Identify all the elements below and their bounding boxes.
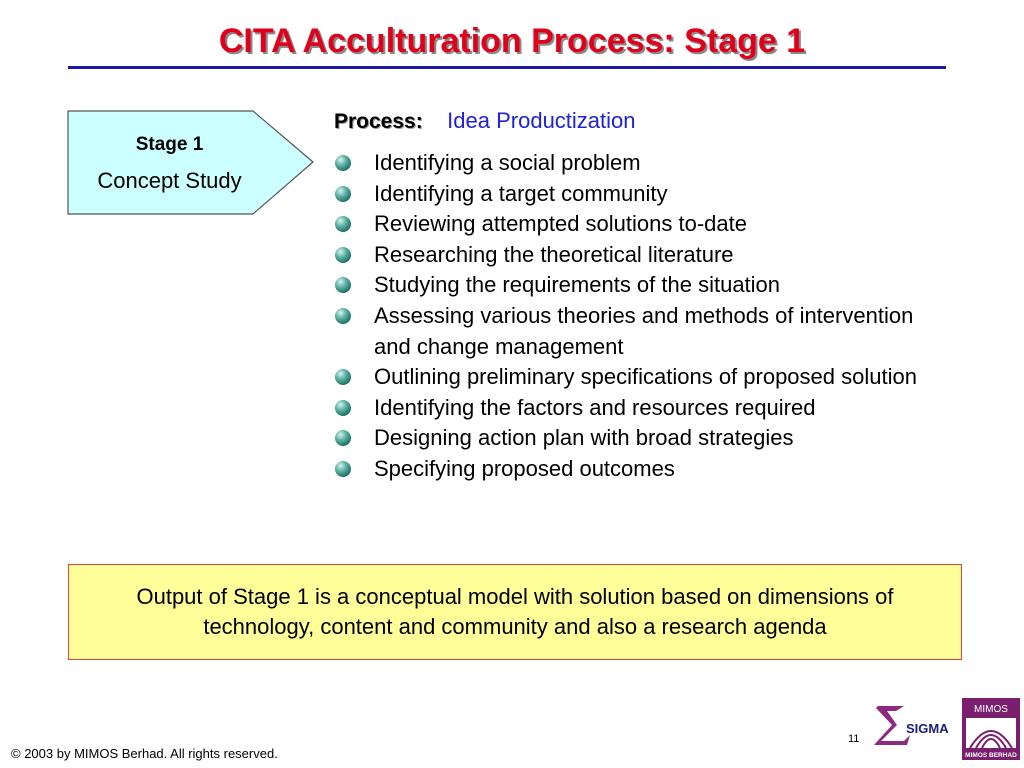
list-item: Designing action plan with broad strateg… xyxy=(334,423,934,454)
bullet-icon xyxy=(335,216,351,233)
mimos-logo-text: MIMOS xyxy=(974,704,1008,715)
stage-pentagon-shape xyxy=(67,110,314,215)
bullet-icon xyxy=(335,307,351,324)
output-summary-box: Output of Stage 1 is a conceptual model … xyxy=(68,564,962,660)
step-text: Studying the requirements of the situati… xyxy=(374,272,781,298)
bullet-icon xyxy=(335,246,351,263)
process-heading: Process: Idea Productization xyxy=(334,108,636,134)
bullet-icon xyxy=(335,277,351,294)
step-text: Reviewing attempted solutions to-date xyxy=(374,211,747,237)
bullet-icon xyxy=(335,155,351,171)
mimos-logo-icon: MIMOS MIMOS BERHAD xyxy=(962,698,1020,760)
step-text: Researching the theoretical literature xyxy=(374,241,734,267)
stage-label: Stage 1 xyxy=(135,134,204,155)
output-text: Output of Stage 1 is a conceptual model … xyxy=(136,584,894,639)
mimos-logo-subtext: MIMOS BERHAD xyxy=(965,752,1017,759)
step-text: Outlining preliminary specifications of … xyxy=(374,364,917,390)
sigma-logo-icon: SIGMA xyxy=(874,706,949,745)
sigma-logo-text: SIGMA xyxy=(906,721,949,736)
bullet-icon xyxy=(335,399,351,416)
list-item: Studying the requirements of the situati… xyxy=(334,270,934,301)
title-underline xyxy=(68,66,946,69)
page-number: 11 xyxy=(848,733,860,745)
list-item: Identifying a social problem xyxy=(334,148,934,179)
list-item: Reviewing attempted solutions to-date xyxy=(334,209,934,240)
step-text: Assessing various theories and methods o… xyxy=(374,302,914,359)
list-item: Outlining preliminary specifications of … xyxy=(334,362,934,393)
slide-title: CITA Acculturation Process: Stage 1 xyxy=(218,22,806,60)
bullet-icon xyxy=(335,430,351,447)
step-text: Identifying a target community xyxy=(374,180,668,206)
process-steps-list: Identifying a social problem Identifying… xyxy=(334,148,934,485)
list-item: Researching the theoretical literature xyxy=(334,240,934,271)
list-item: Specifying proposed outcomes xyxy=(334,454,934,485)
process-key: Process: xyxy=(334,110,423,133)
list-item: Identifying a target community xyxy=(334,179,934,210)
step-text: Specifying proposed outcomes xyxy=(374,455,675,481)
step-text: Designing action plan with broad strateg… xyxy=(374,425,794,451)
stage-name: Concept Study xyxy=(97,168,242,193)
step-text: Identifying a social problem xyxy=(374,150,641,175)
bullet-icon xyxy=(335,185,351,202)
copyright-notice: © 2003 by MIMOS Berhad. All rights reser… xyxy=(11,746,278,761)
bullet-icon xyxy=(335,460,351,477)
stage-pentagon: Stage 1 Concept Study xyxy=(67,110,315,215)
process-name: Idea Productization xyxy=(447,108,636,133)
step-text: Identifying the factors and resources re… xyxy=(374,394,816,420)
bullet-icon xyxy=(335,369,351,386)
list-item: Identifying the factors and resources re… xyxy=(334,393,934,424)
list-item: Assessing various theories and methods o… xyxy=(334,301,934,362)
